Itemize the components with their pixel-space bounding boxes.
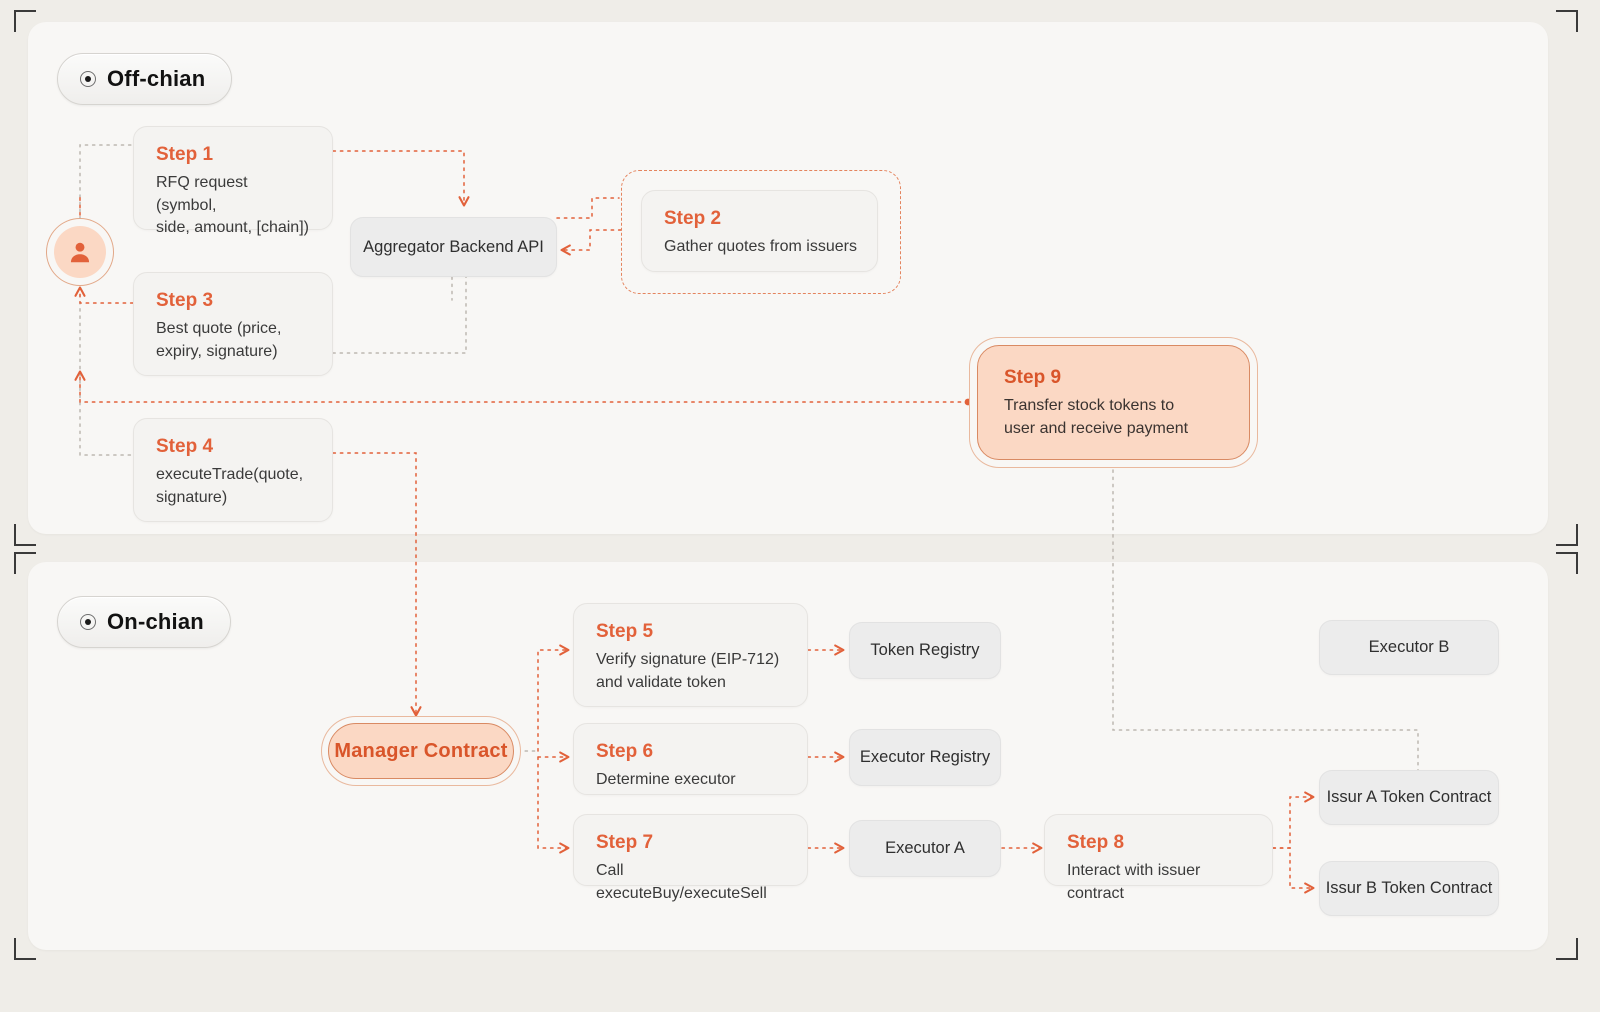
- node-executor-registry-label: Executor Registry: [859, 748, 991, 766]
- node-token-registry-label: Token Registry: [870, 641, 980, 659]
- node-issuer-b-token-contract[interactable]: Issur B Token Contract: [1319, 861, 1499, 916]
- card-step2-title: Step 2: [664, 208, 722, 229]
- card-step5[interactable]: Step 5 Verify signature (EIP-712) and va…: [573, 603, 808, 707]
- node-executor-b[interactable]: Executor B: [1319, 620, 1499, 675]
- selection-bracket-bottom-right[interactable]: [1556, 524, 1578, 546]
- selection-bracket-top-right[interactable]: [1556, 10, 1578, 32]
- card-step8[interactable]: Step 8 Interact with issuer contract: [1044, 814, 1273, 902]
- card-step5-desc: Verify signature (EIP-712) and validate …: [596, 650, 780, 691]
- user-avatar[interactable]: [54, 226, 106, 278]
- node-executor-a-label: Executor A: [885, 839, 965, 857]
- user-icon: [70, 242, 90, 263]
- radio-dot-icon: [80, 614, 96, 630]
- node-issuer-b-token-contract-label: Issur B Token Contract: [1325, 879, 1493, 897]
- card-step9[interactable]: Step 9 Transfer stock tokens to user and…: [977, 345, 1250, 460]
- section-badge-onchain[interactable]: On-chian: [57, 596, 231, 648]
- node-executor-b-label: Executor B: [1368, 638, 1450, 656]
- card-step7-title: Step 7: [596, 832, 654, 853]
- selection-bracket-onchain-bottom-left[interactable]: [14, 938, 36, 960]
- card-step2-desc: Gather quotes from issuers: [664, 237, 857, 255]
- card-step1-desc: RFQ request (symbol, side, amount, [chai…: [156, 173, 309, 237]
- card-step9-desc: Transfer stock tokens to user and receiv…: [1004, 396, 1189, 437]
- node-executor-registry[interactable]: Executor Registry: [849, 729, 1001, 786]
- section-badge-onchain-label: On-chian: [107, 609, 204, 634]
- step2-group-outline: [621, 170, 901, 294]
- node-manager-contract-label: Manager Contract: [334, 739, 508, 762]
- card-step5-title: Step 5: [596, 621, 654, 642]
- selection-bracket-onchain-top-right[interactable]: [1556, 552, 1578, 574]
- card-step3[interactable]: Step 3 Best quote (price, expiry, signat…: [133, 272, 333, 376]
- card-step6-title: Step 6: [596, 741, 654, 762]
- card-step4-desc: executeTrade(quote, signature): [156, 465, 304, 506]
- card-step4-title: Step 4: [156, 436, 214, 457]
- card-step7-desc: Call executeBuy/executeSell: [596, 861, 767, 902]
- card-step2[interactable]: Step 2 Gather quotes from issuers: [641, 190, 878, 272]
- selection-bracket-onchain-top-left[interactable]: [14, 552, 36, 574]
- card-step4[interactable]: Step 4 executeTrade(quote, signature): [133, 418, 333, 522]
- card-step9-title: Step 9: [1004, 367, 1062, 388]
- selection-bracket-top-left[interactable]: [14, 10, 36, 32]
- node-issuer-a-token-contract-label: Issur A Token Contract: [1326, 788, 1492, 806]
- section-badge-offchain[interactable]: Off-chian: [57, 53, 233, 105]
- card-step3-desc: Best quote (price, expiry, signature): [156, 319, 282, 360]
- node-executor-a[interactable]: Executor A: [849, 820, 1001, 877]
- selection-bracket-bottom-left[interactable]: [14, 524, 36, 546]
- node-aggregator-backend-api-label: Aggregator Backend API: [363, 237, 544, 256]
- radio-dot-icon: [80, 71, 96, 87]
- node-manager-contract[interactable]: Manager Contract: [328, 723, 514, 779]
- card-step1[interactable]: Step 1 RFQ request (symbol, side, amount…: [133, 126, 333, 236]
- card-step1-title: Step 1: [156, 144, 214, 165]
- node-aggregator-backend-api[interactable]: Aggregator Backend API: [350, 217, 557, 277]
- card-step6[interactable]: Step 6 Determine executor: [573, 723, 808, 795]
- selection-bracket-onchain-bottom-right[interactable]: [1556, 938, 1578, 960]
- card-step3-title: Step 3: [156, 290, 214, 311]
- card-step8-desc: Interact with issuer contract: [1067, 861, 1201, 902]
- card-step6-desc: Determine executor: [596, 770, 736, 788]
- card-step8-title: Step 8: [1067, 832, 1125, 853]
- node-token-registry[interactable]: Token Registry: [849, 622, 1001, 679]
- node-issuer-a-token-contract[interactable]: Issur A Token Contract: [1319, 770, 1499, 825]
- card-step7[interactable]: Step 7 Call executeBuy/executeSell: [573, 814, 808, 902]
- section-badge-offchain-label: Off-chian: [107, 66, 206, 91]
